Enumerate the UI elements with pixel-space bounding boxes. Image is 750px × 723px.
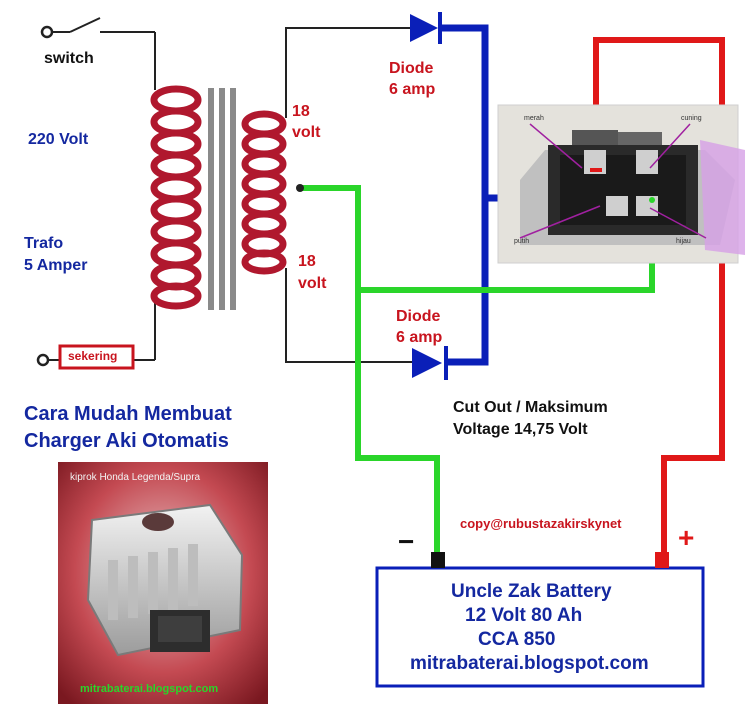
headline-line1: Cara Mudah Membuat: [24, 403, 232, 425]
photo-caption-bottom: mitrabaterai.blogspot.com: [80, 683, 219, 695]
transformer-core: [208, 88, 236, 310]
battery-label-line2: 12 Volt 80 Ah: [465, 605, 583, 626]
regulator-photo: [497, 104, 745, 264]
battery-positive-terminal: [655, 552, 669, 568]
secondary-bottom-voltage-line2: volt: [298, 275, 327, 292]
primary-voltage-label: 220 Volt: [28, 131, 89, 148]
regulator-pin-label-br: hijau: [676, 238, 691, 245]
regulator-product-photo: [58, 462, 268, 704]
diode-top-label-line2: 6 amp: [389, 81, 436, 98]
diode-bottom-label-line1: Diode: [396, 308, 441, 325]
regulator-pin-top-left: [590, 168, 602, 172]
trafo-label-line2: 5 Amper: [24, 257, 88, 274]
switch-label: switch: [44, 50, 94, 67]
battery-label-line4: mitrabaterai.blogspot.com: [410, 653, 649, 674]
secondary-top-wire: [285, 27, 412, 118]
secondary-coil: [241, 110, 287, 275]
diode-bottom: [412, 346, 448, 380]
diode-top: [410, 12, 442, 44]
primary-coil: [150, 85, 202, 310]
switch-terminal-left: [40, 25, 54, 39]
trafo-label-line1: Trafo: [24, 235, 64, 252]
photo-caption-top: kiprok Honda Legenda/Supra: [70, 472, 201, 483]
secondary-top-voltage-line2: volt: [292, 124, 321, 141]
regulator-pin-label-bl: putih: [514, 238, 530, 245]
plug-terminal-bottom: [36, 353, 50, 367]
power-switch: [40, 17, 155, 39]
battery-label-line3: CCA 850: [478, 629, 556, 650]
fuse-label: sekering: [68, 349, 118, 363]
secondary-bottom-wire: [285, 268, 412, 363]
cutout-label-line2: Voltage 14,75 Volt: [453, 421, 588, 438]
regulator-pin-label-tl: merah: [524, 115, 544, 122]
battery-label-line1: Uncle Zak Battery: [451, 581, 612, 602]
headline-line2: Charger Aki Otomatis: [24, 430, 229, 452]
regulator-pin-right-node: [649, 197, 655, 203]
negative-sign: −: [398, 526, 415, 557]
diode-bottom-label-line2: 6 amp: [396, 329, 443, 346]
secondary-bottom-voltage-line1: 18: [298, 253, 316, 270]
diode-top-label-line1: Diode: [389, 60, 434, 77]
center-tap-node: [296, 184, 304, 192]
secondary-top-voltage-line1: 18: [292, 103, 310, 120]
regulator-pin-label-tr: cuning: [681, 115, 702, 122]
fuse-box: [58, 344, 135, 370]
battery-negative-terminal: [431, 552, 445, 568]
copyright-label: copy@rubustazakirskynet: [460, 516, 622, 531]
positive-sign: +: [678, 522, 695, 553]
battery-box: [375, 566, 705, 688]
switch-blade: [69, 17, 101, 33]
cutout-label-line1: Cut Out / Maksimum: [453, 399, 608, 416]
